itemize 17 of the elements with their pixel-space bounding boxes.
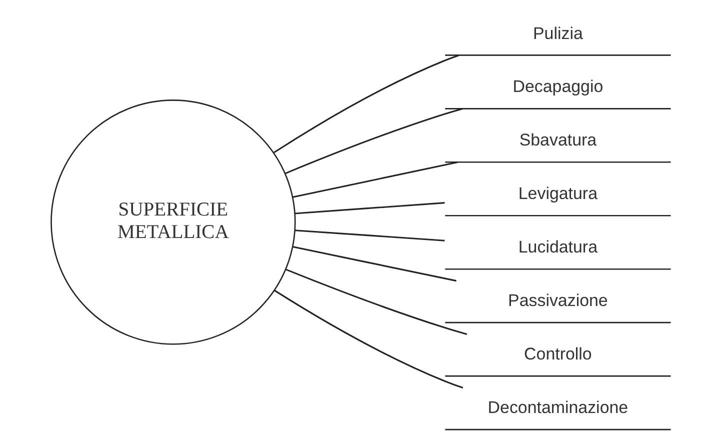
connector xyxy=(294,230,444,242)
node-text: Passivazione xyxy=(508,291,608,310)
node-text: Sbavatura xyxy=(518,130,596,150)
connector xyxy=(273,290,463,389)
connector xyxy=(294,202,444,214)
connector xyxy=(284,108,462,174)
connector xyxy=(273,54,459,154)
connector xyxy=(285,268,467,335)
connector xyxy=(292,246,456,282)
node-circle: SUPERFICIE METALLICA xyxy=(50,100,296,345)
connector xyxy=(292,161,458,198)
node-text: Levigatura xyxy=(518,184,598,204)
node-text: Lucidatura xyxy=(518,238,598,257)
node-text: Controllo xyxy=(524,344,592,364)
node-text: Pulizia xyxy=(532,24,582,43)
node-text: Decapaggio xyxy=(512,77,603,96)
node-text: Decontaminazione xyxy=(487,398,628,418)
